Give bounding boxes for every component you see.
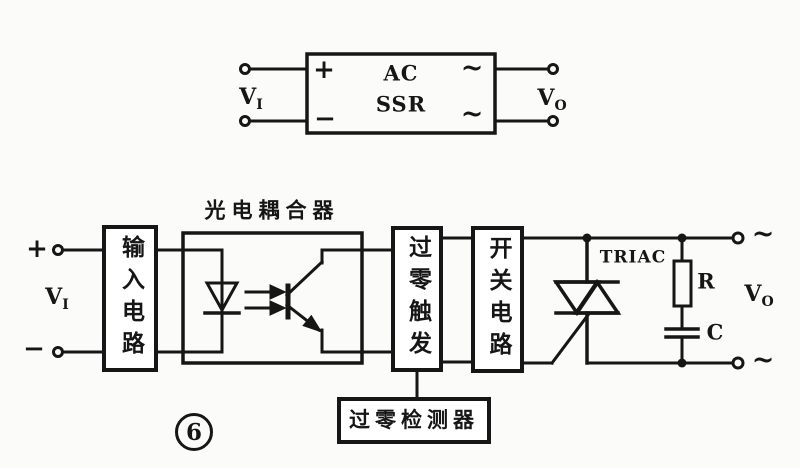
ssr-label-ssr: SSR [375, 91, 427, 117]
ac-tilde-icon: ~ [460, 52, 484, 84]
resistor-label: R [697, 268, 715, 294]
ac-tilde-icon: ~ [460, 98, 484, 130]
input-minus-sign: − [23, 334, 45, 364]
triac-gate-wire [522, 312, 591, 366]
zero-cross-trigger-block: 过零触发 [391, 226, 443, 372]
output-terminal-icons [731, 231, 745, 370]
ssr-box [305, 52, 497, 135]
input-circuit-label: 输入电路 [117, 234, 144, 363]
triac-icon [552, 236, 622, 365]
ssr-label-ac: AC [383, 60, 419, 86]
ac-tilde-icon: ~ [751, 218, 775, 250]
phototransistor-icon [284, 248, 325, 354]
light-arrow-icons [244, 284, 287, 316]
resistor-icon [672, 236, 693, 331]
capacitor-label: C [706, 319, 724, 345]
switch-circuit-block: 开关电路 [471, 226, 524, 373]
ssr-terminal-icons [239, 63, 559, 127]
junction-dots [582, 233, 687, 368]
ac-tilde-icon: ~ [751, 344, 775, 376]
input-wires [60, 248, 104, 354]
ssr-input-voltage-label: VI [239, 84, 263, 113]
ssr-minus-sign: − [314, 104, 336, 134]
ssr-wires [247, 67, 551, 123]
input-terminal-icons [52, 244, 64, 358]
zero-cross-detector-block: 过零检测器 [337, 397, 491, 444]
input-voltage-label: VI [45, 284, 69, 313]
figure-number: 6 [185, 418, 202, 446]
output-voltage-label: VO [744, 281, 774, 310]
input-circuit-block: 输入电路 [102, 225, 158, 372]
input-plus-sign: + [26, 234, 48, 264]
capacitor-icon [664, 327, 700, 365]
switch-circuit-label: 开关电路 [485, 235, 511, 364]
zero-cross-detector-label: 过零检测器 [349, 408, 479, 432]
figure-number-badge: 6 [175, 413, 213, 451]
ssr-output-voltage-label: VO [537, 85, 567, 114]
triac-label: TRIAC [599, 247, 667, 268]
zero-cross-trigger-label: 过零触发 [404, 235, 431, 363]
photocoupler-label: 光电耦合器 [204, 198, 340, 223]
led-icon [203, 248, 241, 354]
photocoupler-box [181, 231, 364, 365]
ssr-plus-sign: + [313, 55, 335, 85]
